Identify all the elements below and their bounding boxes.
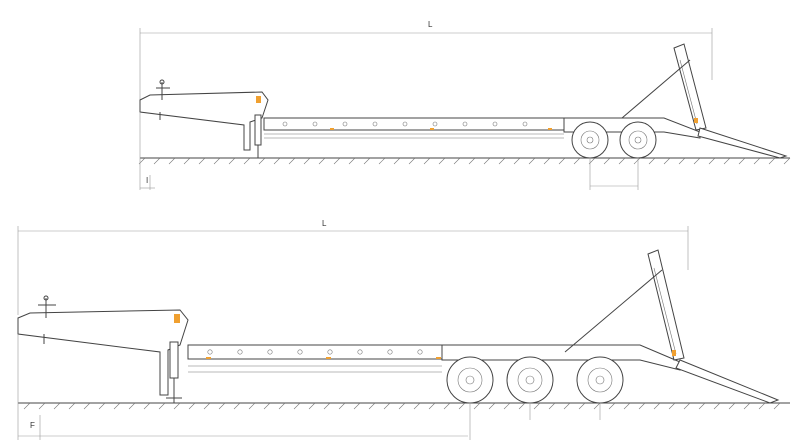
deck-stake-pockets [282, 121, 528, 127]
kingpin [38, 295, 56, 344]
gooseneck [17, 309, 189, 396]
rear-ramps [564, 249, 780, 404]
axle-wheels [446, 356, 624, 404]
rear-ramps [621, 43, 788, 159]
length-dimension: L [17, 219, 689, 315]
height-label: I [146, 176, 148, 185]
height-dimension: I [139, 112, 155, 190]
three-axle-trailer-drawing: L [17, 219, 790, 440]
wheelbase-dimension [589, 158, 639, 190]
height-label: F [30, 421, 35, 430]
main-deck [187, 344, 443, 360]
wheelbase-dimension [469, 403, 601, 440]
main-deck [263, 117, 565, 131]
two-axle-trailer-drawing: L [138, 20, 791, 190]
height-dimension: F [17, 334, 468, 440]
length-label: L [322, 219, 327, 228]
gooseneck-marker [174, 314, 180, 323]
landing-leg [166, 341, 182, 403]
deck-stake-pockets [207, 349, 423, 355]
landing-leg [254, 114, 262, 158]
ground-line [18, 402, 790, 410]
ground-line [138, 157, 791, 165]
length-dimension: L [139, 20, 713, 100]
deck-side-markers [330, 128, 552, 130]
deck-side-markers [206, 357, 441, 359]
gooseneck [139, 91, 269, 151]
length-label: L [428, 20, 433, 29]
axle-wheels [571, 121, 657, 159]
kingpin [156, 79, 170, 120]
gooseneck-marker [256, 96, 261, 103]
